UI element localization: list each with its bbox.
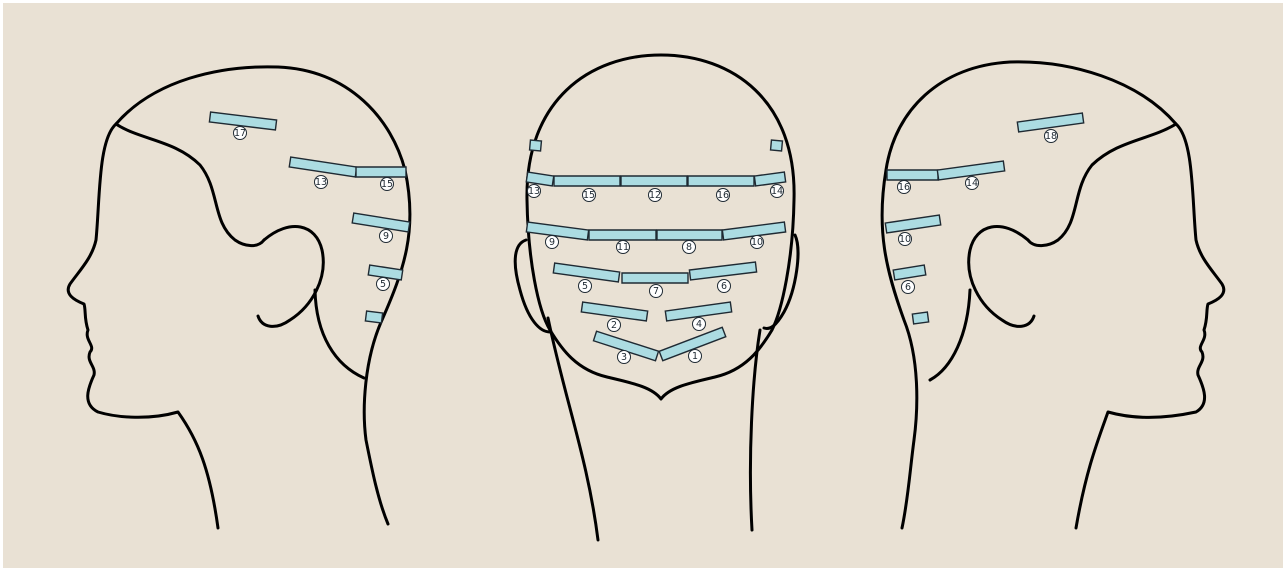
back-weft-10	[657, 230, 722, 240]
right-profile-label-18: 18	[1045, 130, 1058, 143]
back-of-head-label-9: 9	[546, 236, 559, 249]
right-profile-label-16: 16	[898, 181, 911, 194]
back-of-head-label-7: 7	[650, 285, 663, 298]
label-number: 5	[582, 281, 588, 292]
back-of-head-label-13: 13	[528, 185, 541, 198]
label-number: 16	[717, 190, 729, 201]
back-of-head-label-2: 2	[608, 319, 621, 332]
label-number: 15	[583, 190, 595, 201]
back-of-head-label-14: 14	[771, 185, 784, 198]
back-weft-6	[688, 176, 754, 186]
label-number: 18	[1045, 131, 1057, 142]
back-of-head-label-1: 1	[689, 350, 702, 363]
back-weft-4	[554, 176, 620, 186]
left-weft-3	[356, 167, 406, 177]
label-number: 14	[966, 178, 978, 189]
left-profile-label-5: 5	[377, 278, 390, 291]
label-number: 4	[696, 319, 702, 330]
label-number: 14	[771, 186, 783, 197]
back-of-head-label-6: 6	[718, 280, 731, 293]
back-of-head-label-15: 15	[583, 189, 596, 202]
left-weft-6	[365, 311, 382, 323]
back-weft-2	[771, 140, 783, 151]
label-number: 13	[528, 186, 540, 197]
back-of-head-label-5: 5	[579, 280, 592, 293]
back-of-head-label-3: 3	[618, 351, 631, 364]
label-number: 10	[899, 234, 911, 245]
back-weft-5	[621, 176, 687, 186]
right-weft-6	[912, 312, 928, 324]
left-profile-label-15: 15	[381, 178, 394, 191]
back-weft-9	[589, 230, 656, 240]
left-profile-label-17: 17	[234, 127, 247, 140]
background-panel	[3, 3, 1283, 568]
back-of-head-label-10: 10	[751, 236, 764, 249]
label-number: 1	[692, 351, 698, 362]
label-number: 6	[905, 282, 911, 293]
label-number: 12	[649, 190, 661, 201]
label-number: 17	[234, 128, 246, 139]
right-profile-label-10: 10	[899, 233, 912, 246]
right-profile-label-6: 6	[902, 281, 915, 294]
left-profile-label-13: 13	[315, 176, 328, 189]
back-weft-1	[530, 140, 542, 151]
label-number: 3	[621, 352, 627, 363]
label-number: 13	[315, 177, 327, 188]
back-of-head-label-11: 11	[617, 241, 630, 254]
back-of-head-label-16: 16	[717, 189, 730, 202]
right-profile-label-14: 14	[966, 177, 979, 190]
label-number: 7	[653, 286, 659, 297]
back-of-head-label-8: 8	[683, 241, 696, 254]
label-number: 10	[751, 237, 763, 248]
back-of-head-label-12: 12	[649, 189, 662, 202]
label-number: 2	[611, 320, 617, 331]
label-number: 8	[686, 242, 692, 253]
left-profile-label-9: 9	[380, 230, 393, 243]
label-number: 9	[383, 231, 389, 242]
label-number: 6	[721, 281, 727, 292]
label-number: 11	[617, 242, 629, 253]
back-weft-13	[622, 273, 688, 283]
back-of-head-label-4: 4	[693, 318, 706, 331]
label-number: 9	[549, 237, 555, 248]
label-number: 5	[380, 279, 386, 290]
label-number: 16	[898, 182, 910, 193]
right-weft-2	[887, 170, 938, 180]
label-number: 15	[381, 179, 393, 190]
